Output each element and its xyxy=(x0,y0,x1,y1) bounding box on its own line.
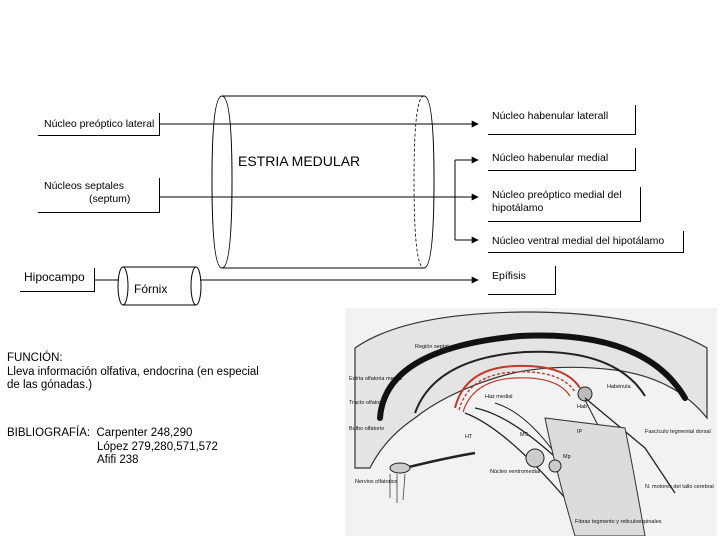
box-epiphysis: Epífisis xyxy=(488,266,556,295)
label-n-motores: N. motores del tallo cerebral xyxy=(645,484,714,490)
tract-label: ESTRIA MEDULAR xyxy=(238,153,361,169)
label-estria: Estría olfatoria medial xyxy=(349,376,402,382)
bibliography-line2: López 279,280,571,572 xyxy=(97,440,218,453)
label-ht: HT xyxy=(465,434,473,440)
label-ip: IP xyxy=(577,429,583,435)
bibliography-line1: BIBLIOGRAFÍA: Carpenter 248,290 xyxy=(7,427,193,439)
epiphysis-label: Epífisis xyxy=(492,270,526,282)
box-preoptic-medial: Núcleo preóptico medial del hipotálamo xyxy=(488,187,641,222)
label-fasciculo: Fascículo tegmental dorsal xyxy=(645,429,711,435)
bibliography-line3: Afifi 238 xyxy=(97,454,139,466)
label-nervio: Nervios olfatorios xyxy=(355,479,398,485)
label-hab: Hab xyxy=(577,404,587,410)
habenular-medial-label: Núcleo habenular medial xyxy=(492,152,609,164)
function-text-line2: de las gónadas.) xyxy=(7,379,93,391)
ventromedial-label: Núcleo ventral medial del hipotálamo xyxy=(492,235,665,247)
label-mp: Mp xyxy=(563,454,571,460)
olfactory-tract xyxy=(404,451,476,470)
preoptic-lateral-label: Núcleo preóptico lateral xyxy=(44,118,155,130)
fornix-label: Fórnix xyxy=(134,282,168,296)
label-bulbo: Bulbo olfatorio xyxy=(349,426,384,432)
preoptic-medial-line2: hipotálamo xyxy=(492,202,544,214)
brainstem xyxy=(544,417,646,536)
brain-sagittal-illustration: Región septal Estría olfatoria medial Tr… xyxy=(345,308,717,536)
function-heading: FUNCIÓN: xyxy=(7,352,63,364)
septal-label-line1: Núcleos septales xyxy=(44,180,124,192)
box-septal-nuclei: Núcleos septales (septum) xyxy=(38,178,160,213)
label-region-septal: Región septal xyxy=(415,344,449,350)
label-nucleo-ventromedial: Núcleo ventromedial xyxy=(490,469,540,475)
stria-medullaris-cylinder xyxy=(211,95,435,269)
stria-medullaris-red xyxy=(454,364,581,409)
label-fibras: Fibras tegmento y reticuloespinales xyxy=(575,519,662,525)
label-haz: Haz medial xyxy=(485,394,513,400)
box-preoptic-lateral: Núcleo preóptico lateral xyxy=(38,113,160,136)
habenular-lateral-label: Núcleo habenular laterall xyxy=(492,110,609,122)
label-habenula: Habénula xyxy=(607,384,631,390)
function-text-line1: Lleva información olfativa, endocrina (e… xyxy=(7,365,259,378)
box-ventromedial: Núcleo ventral medial del hipotálamo xyxy=(488,231,684,253)
box-habenular-lateral: Núcleo habenular laterall xyxy=(488,105,636,135)
septal-label-line2: (septum) xyxy=(89,193,131,205)
habenula-node xyxy=(577,386,593,402)
box-hippocampus: Hipocampo xyxy=(20,268,95,292)
olfactory-bulb xyxy=(389,462,411,474)
label-ms: MS xyxy=(520,432,529,438)
preoptic-medial-line1: Núcleo preóptico medial del xyxy=(492,189,622,201)
bibliography-block: BIBLIOGRAFÍA: Carpenter 248,290 López 27… xyxy=(7,427,218,468)
hippocampus-label: Hipocampo xyxy=(24,270,85,284)
box-habenular-medial: Núcleo habenular medial xyxy=(488,148,636,171)
branch-lines xyxy=(454,156,479,244)
label-tracto: Tracto olfatorio xyxy=(349,400,385,406)
corpus-callosum xyxy=(377,332,688,421)
function-block: FUNCIÓN: Lleva información olfativa, end… xyxy=(7,352,259,393)
fornix-cylinder xyxy=(117,266,202,306)
